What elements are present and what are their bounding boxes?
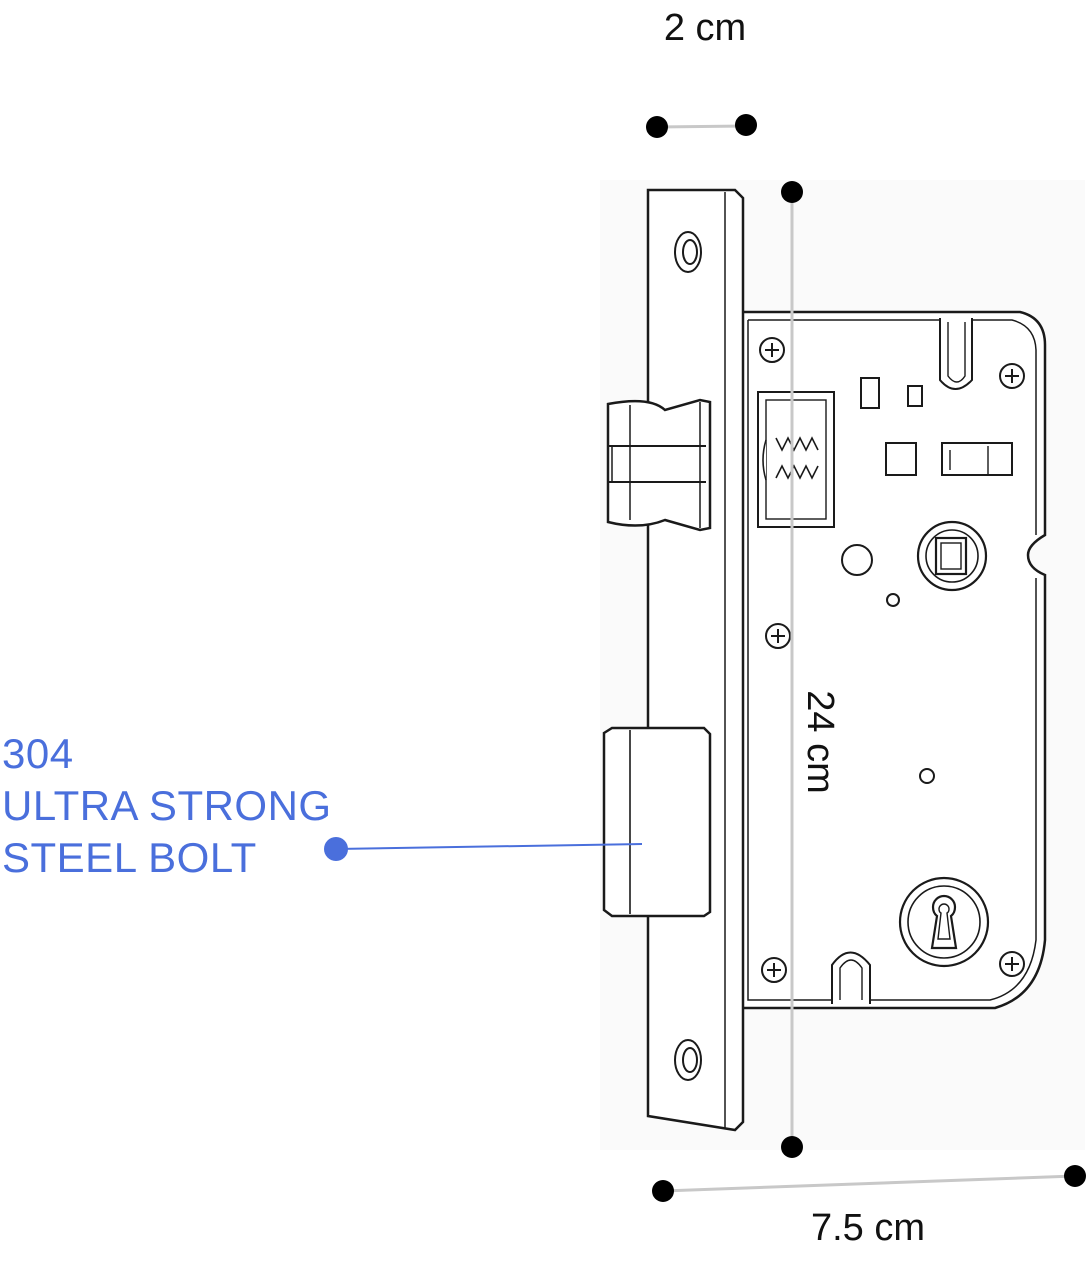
callout-line-1: 304 bbox=[2, 730, 74, 777]
screw-icon bbox=[759, 337, 785, 363]
screw-icon bbox=[765, 623, 791, 649]
dead-bolt bbox=[602, 726, 712, 918]
screw-icon bbox=[999, 363, 1025, 389]
height-dimension bbox=[781, 181, 803, 1158]
plate-hole bbox=[674, 1039, 702, 1081]
dimension-endpoint bbox=[781, 181, 803, 203]
latch-mechanism bbox=[757, 391, 835, 528]
callout-dot bbox=[324, 837, 348, 861]
width-dimension bbox=[646, 114, 757, 138]
screw-icon bbox=[761, 957, 787, 983]
spindle-hub bbox=[916, 520, 988, 592]
dimension-endpoint bbox=[735, 114, 757, 136]
dimension-endpoint bbox=[781, 1136, 803, 1158]
case-windows bbox=[860, 377, 1013, 476]
bolt-callout-leader bbox=[324, 837, 643, 861]
callout-line-2: ULTRA STRONG bbox=[2, 782, 332, 829]
depth-dimension bbox=[652, 1165, 1086, 1202]
dimension-endpoint bbox=[646, 116, 668, 138]
depth-label: 7.5 cm bbox=[811, 1207, 925, 1249]
dimension-endpoint bbox=[652, 1180, 674, 1202]
dimension-endpoint bbox=[1064, 1165, 1086, 1187]
width-label: 2 cm bbox=[664, 7, 746, 49]
case-slot-top bbox=[939, 318, 973, 390]
case-slot-bottom bbox=[831, 951, 871, 1004]
bolt-callout-text: 304 ULTRA STRONG STEEL BOLT bbox=[2, 728, 332, 884]
keyhole-cylinder bbox=[898, 876, 990, 968]
screw-icon bbox=[999, 951, 1025, 977]
latch-bolt bbox=[606, 398, 712, 532]
callout-line-3: STEEL BOLT bbox=[2, 834, 257, 881]
case-hole bbox=[841, 544, 935, 784]
face-plate bbox=[646, 188, 745, 1132]
plate-hole bbox=[674, 231, 702, 273]
height-label: 24 cm bbox=[799, 690, 841, 793]
